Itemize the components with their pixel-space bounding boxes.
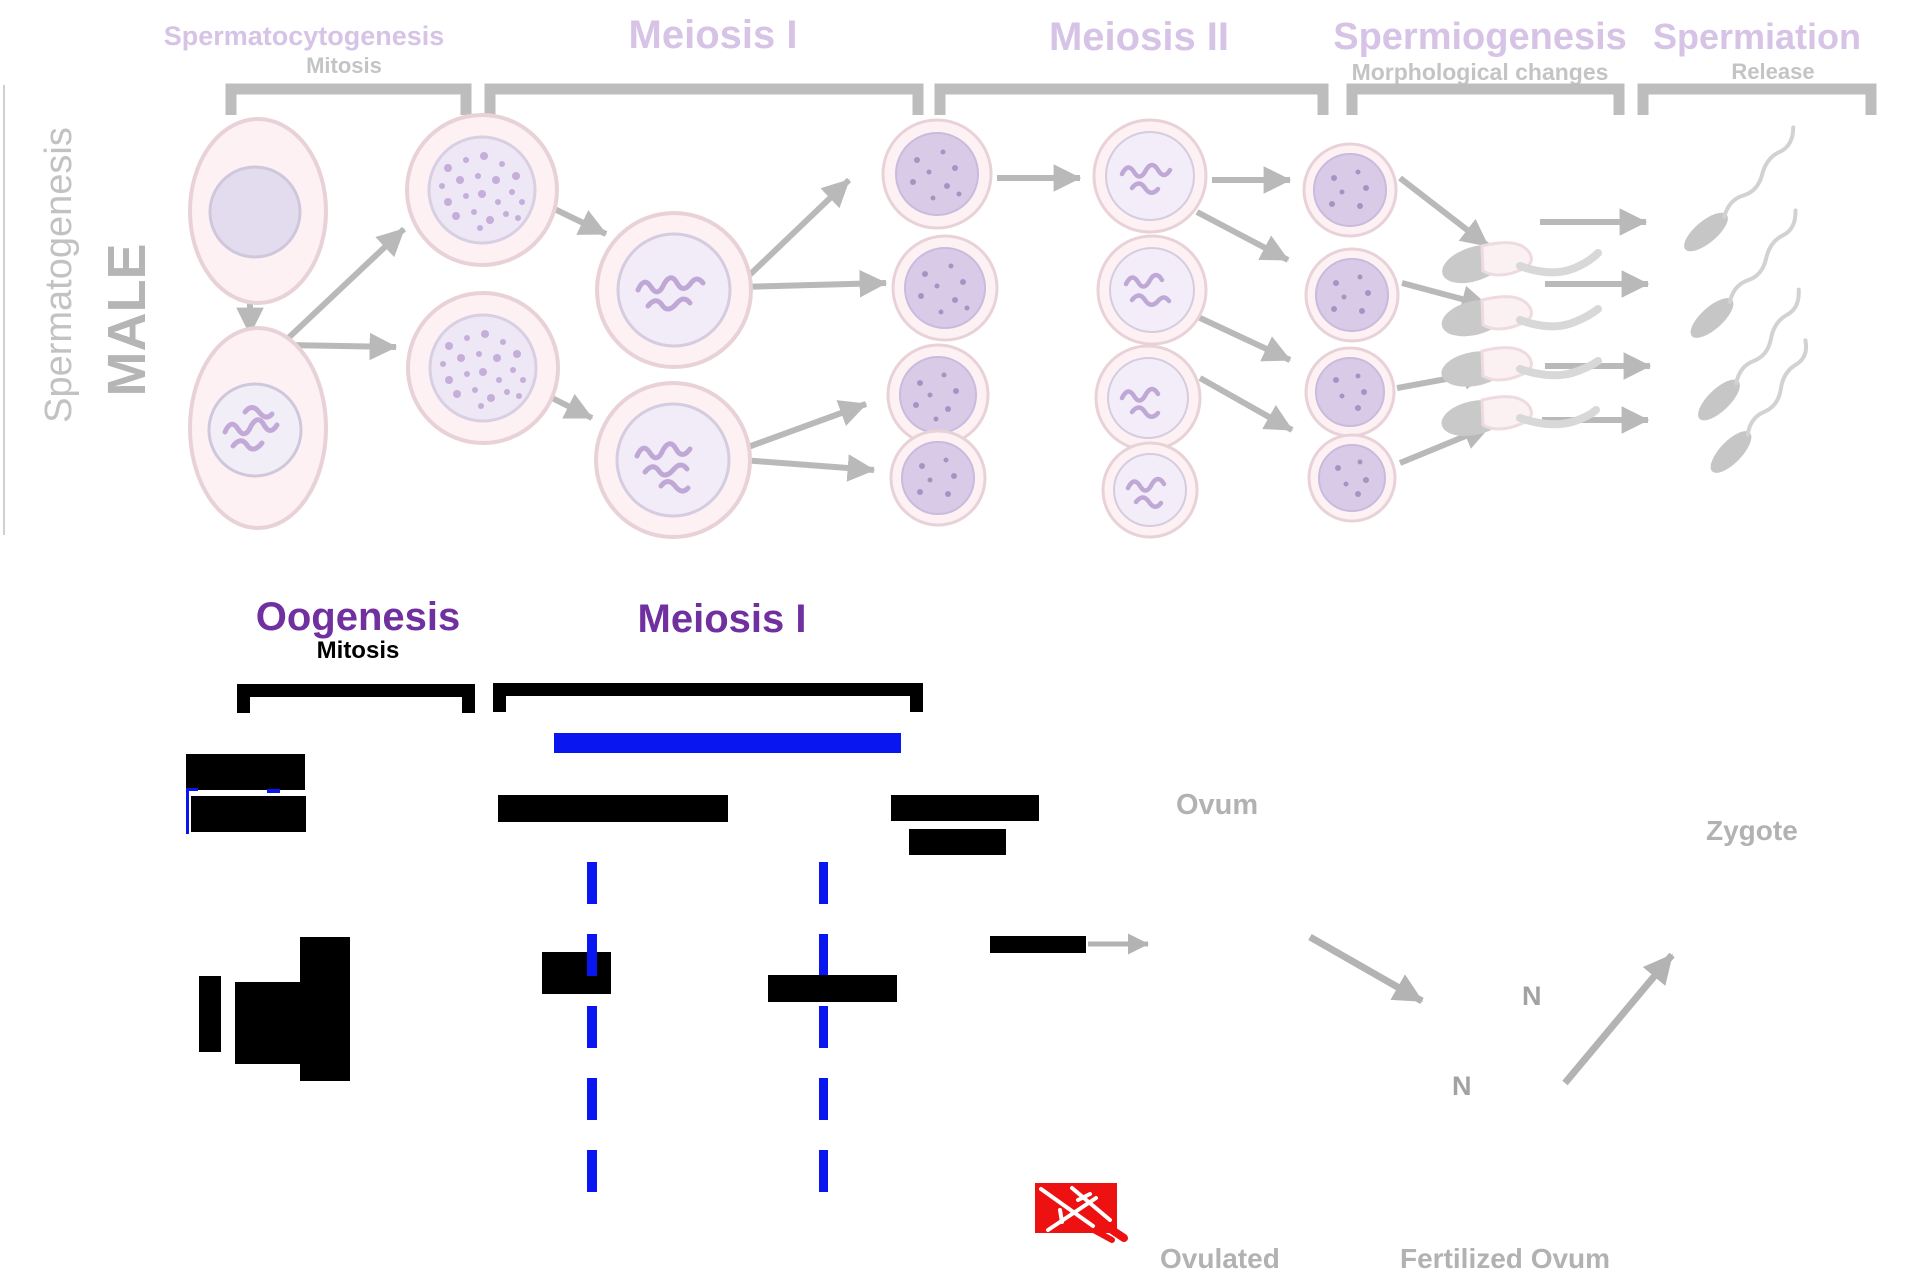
stage-sublabel-release: Release (1731, 59, 1815, 84)
stage-label-spermatocytogenesis: Spermatocytogenesis (163, 21, 445, 51)
stage-sublabel-mitosis-male: Mitosis (306, 53, 382, 78)
red-scribble-annotation (1035, 1183, 1128, 1243)
redaction-blob (199, 976, 221, 1052)
redaction-box (542, 952, 611, 994)
male-flow-arrows (236, 164, 1652, 482)
speckled-chromatin (439, 152, 525, 231)
redaction-bar (990, 936, 1086, 953)
elongating-spermatids (1441, 241, 1602, 436)
chromosome-squiggles (222, 405, 280, 452)
meiosis1-cells (594, 211, 753, 539)
mitosis-bracket (225, 83, 472, 115)
redaction-blob (300, 937, 350, 1081)
male-stage-brackets (225, 83, 1877, 115)
chromosome-squiggles (634, 441, 693, 494)
blue-pen-mark (186, 788, 198, 791)
stage-label-spermiogenesis: Spermiogenesis (1333, 16, 1627, 58)
n-label-lower: N (1452, 1071, 1472, 1101)
blue-pen-mark (186, 790, 189, 834)
redaction-bar (186, 754, 305, 790)
redaction-bar (891, 795, 1039, 821)
redaction-blob (235, 982, 300, 1064)
redaction-bar (768, 975, 897, 1002)
left-edge-rule (3, 85, 5, 535)
dashed-annotation-line-left (587, 862, 597, 1192)
released-sperm (1684, 125, 1809, 473)
n-label-upper: N (1522, 981, 1542, 1011)
redaction-bar (909, 829, 1006, 855)
oogenesis-mitosis-label: Mitosis (316, 637, 400, 664)
oogenesis-mitosis-bracket (237, 684, 475, 713)
oogenesis-meiosis1-label: Meiosis I (637, 597, 807, 641)
stage-label-meiosis1-male: Meiosis I (628, 13, 798, 57)
meiosis2-cells (1092, 118, 1208, 539)
meiosis1-bracket (484, 83, 924, 115)
blue-highlight-bar (554, 733, 901, 753)
male-diagram-graphics (3, 83, 1877, 539)
stage-label-spermiation: Spermiation (1652, 16, 1862, 57)
ovum-label: Ovum (1176, 789, 1259, 821)
speckled-chromatin (440, 330, 526, 409)
fertilized-ovum-label: Fertilized Ovum (1400, 1243, 1611, 1274)
oogenesis-meiosis1-bracket (493, 683, 923, 712)
chromosome-squiggles (635, 275, 706, 312)
oogenesis-title: Oogenesis (255, 595, 461, 639)
round-spermatid-chain (1302, 142, 1400, 523)
spermiation-bracket (1637, 83, 1877, 115)
zygote-label: Zygote (1706, 815, 1798, 846)
redaction-bar (191, 796, 306, 832)
secondary-spermatocyte-chain (881, 118, 999, 527)
spermiogenesis-bracket (1346, 83, 1625, 115)
oogenesis-annotations (1035, 933, 1675, 1243)
primary-spermatocyte-cells (405, 113, 560, 445)
stage-label-meiosis2-male: Meiosis II (1048, 15, 1230, 59)
meiosis2-bracket (934, 83, 1329, 115)
spermatogonium-cells (188, 117, 328, 530)
stage-sublabel-morphological-changes: Morphological changes (1351, 59, 1609, 85)
dashed-annotation-line-right (819, 862, 828, 1192)
blue-pen-mark (267, 789, 280, 793)
redaction-bar (498, 795, 728, 822)
gray-flow-arrows (1088, 933, 1675, 1086)
ovulated-label: Ovulated (1160, 1243, 1280, 1274)
